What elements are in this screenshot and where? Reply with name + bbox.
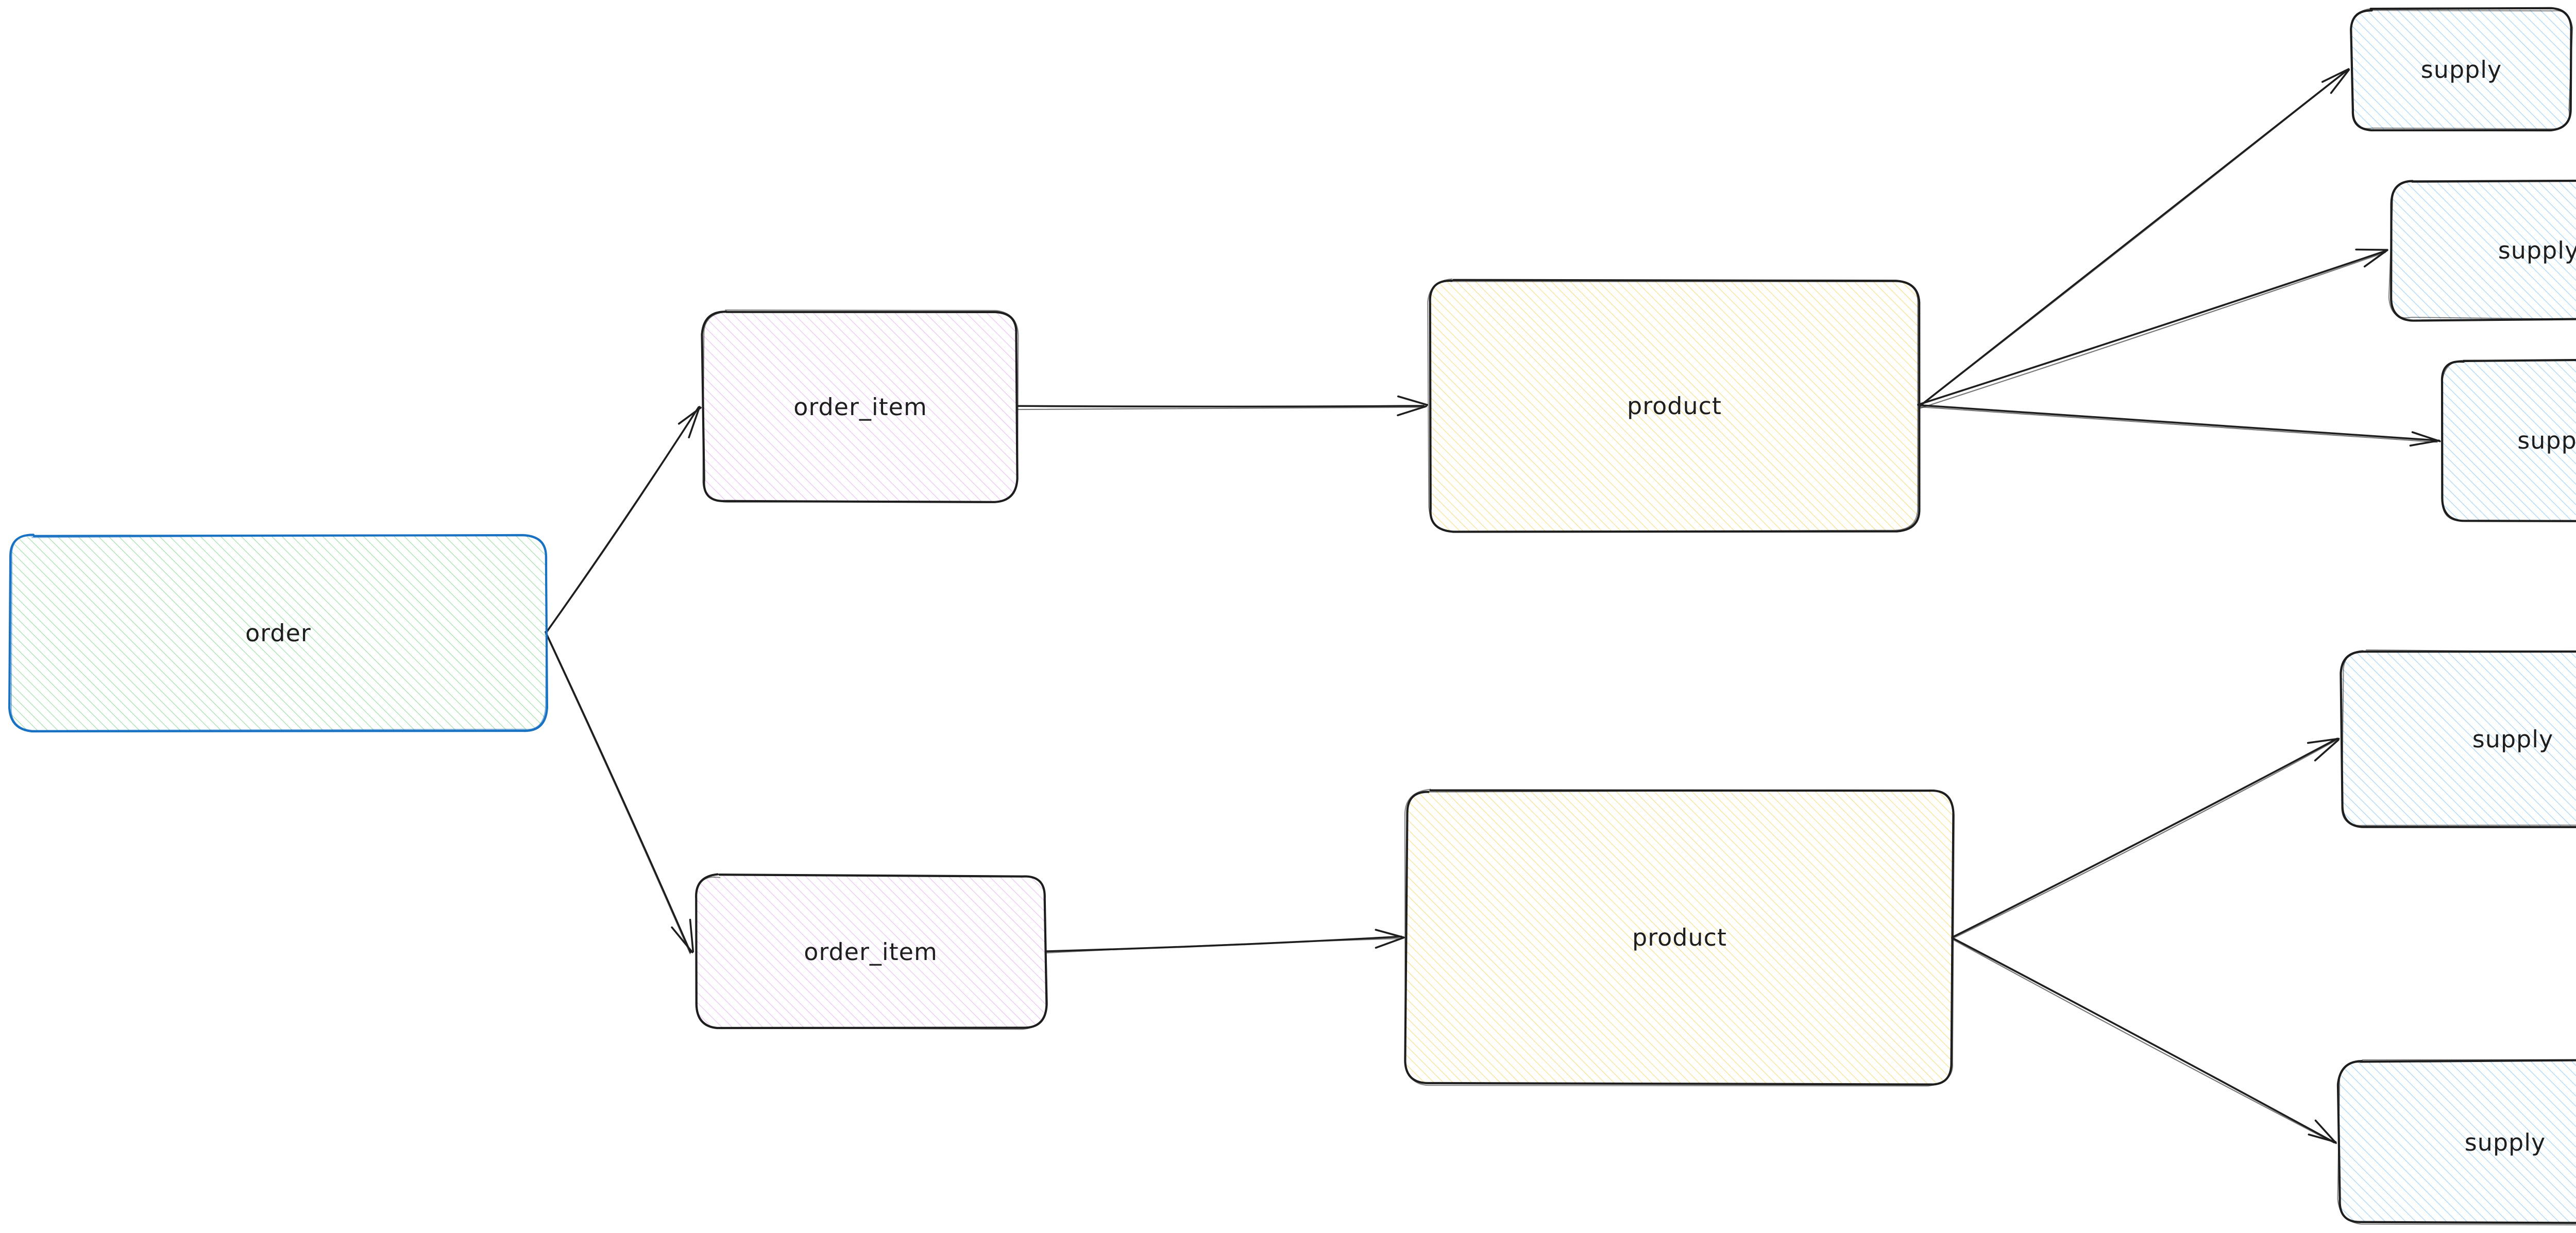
edge-line bbox=[545, 631, 691, 953]
edge-e1 bbox=[545, 406, 702, 635]
edge-line bbox=[1016, 406, 1426, 410]
edge-arrowhead bbox=[689, 918, 694, 953]
node-order_item_2[interactable] bbox=[695, 873, 1048, 1030]
node-fill bbox=[1406, 790, 1953, 1085]
edge-arrowhead bbox=[2363, 249, 2388, 268]
node-outline bbox=[10, 534, 548, 731]
edge-arrowhead bbox=[671, 926, 693, 953]
edge-arrowhead bbox=[1397, 405, 1427, 417]
edge-arrowhead bbox=[1375, 929, 1405, 938]
edge-line bbox=[1045, 938, 1401, 954]
node-fill bbox=[695, 875, 1047, 1029]
edge-arrowhead bbox=[1397, 395, 1429, 406]
edge-arrowhead bbox=[2411, 431, 2441, 442]
edge-e7 bbox=[1918, 404, 2441, 447]
node-fill bbox=[2351, 9, 2571, 129]
node-fill bbox=[702, 311, 1018, 502]
node-outline bbox=[1427, 278, 1919, 533]
node-fill bbox=[1430, 280, 1920, 531]
node-fill bbox=[2390, 181, 2576, 319]
edge-line bbox=[1919, 406, 2438, 443]
node-outline bbox=[2341, 649, 2576, 826]
node-outline bbox=[2441, 359, 2576, 522]
edge-line bbox=[1952, 738, 2338, 938]
edge-arrowhead bbox=[2314, 1119, 2337, 1144]
edge-arrowhead bbox=[2321, 68, 2350, 83]
edge-e8 bbox=[1951, 738, 2340, 939]
edge-e2 bbox=[545, 631, 694, 954]
edge-e5 bbox=[1918, 68, 2350, 407]
node-outline bbox=[702, 309, 1019, 503]
edge-arrowhead bbox=[2355, 248, 2388, 251]
node-order[interactable] bbox=[8, 534, 548, 733]
edge-layer bbox=[545, 68, 2441, 1144]
edge-arrowhead bbox=[2307, 738, 2340, 744]
edge-line bbox=[1919, 71, 2347, 407]
node-layer bbox=[8, 7, 2576, 1226]
edge-e6 bbox=[1917, 248, 2388, 409]
edge-arrowhead bbox=[2330, 68, 2350, 94]
node-order_item_1[interactable] bbox=[701, 309, 1019, 503]
edge-line bbox=[1045, 935, 1402, 952]
node-outline bbox=[2441, 358, 2576, 522]
edge-arrowhead bbox=[2409, 439, 2440, 447]
node-fill bbox=[2341, 650, 2576, 827]
edge-line bbox=[1919, 252, 2386, 409]
node-fill bbox=[2338, 1060, 2576, 1224]
node-outline bbox=[2337, 1059, 2576, 1226]
edge-line bbox=[1951, 740, 2337, 939]
node-supply_5[interactable] bbox=[2336, 1059, 2576, 1226]
edge-line bbox=[1951, 938, 2335, 1144]
edge-line bbox=[1951, 937, 2335, 1144]
edge-arrowhead bbox=[688, 406, 701, 439]
node-supply_2[interactable] bbox=[2388, 179, 2576, 322]
edge-arrowhead bbox=[1375, 936, 1405, 949]
node-product_1[interactable] bbox=[1427, 278, 1921, 533]
node-supply_3[interactable] bbox=[2441, 358, 2576, 522]
edge-arrowhead bbox=[677, 406, 702, 425]
node-outline bbox=[2388, 180, 2576, 320]
node-supply_4[interactable] bbox=[2340, 649, 2576, 828]
node-supply_1[interactable] bbox=[2350, 7, 2573, 132]
edge-line bbox=[546, 634, 691, 954]
node-outline bbox=[2350, 8, 2573, 130]
edge-e9 bbox=[1951, 937, 2337, 1144]
edge-arrowhead bbox=[2314, 739, 2340, 762]
node-fill bbox=[9, 536, 547, 731]
node-product_2[interactable] bbox=[1404, 789, 1955, 1087]
node-outline bbox=[696, 874, 1048, 1030]
edge-line bbox=[545, 407, 699, 635]
edge-e3 bbox=[1016, 395, 1429, 417]
edge-arrowhead bbox=[2308, 1133, 2337, 1143]
edge-line bbox=[1918, 69, 2349, 407]
edge-line bbox=[545, 406, 700, 633]
node-outline bbox=[2390, 179, 2576, 322]
edge-line bbox=[1918, 404, 2437, 441]
node-fill bbox=[2442, 360, 2576, 521]
edge-line bbox=[1917, 250, 2387, 406]
edge-e4 bbox=[1045, 929, 1405, 954]
node-outline bbox=[2340, 650, 2576, 828]
node-outline bbox=[1429, 279, 1921, 533]
node-outline bbox=[1404, 789, 1955, 1087]
